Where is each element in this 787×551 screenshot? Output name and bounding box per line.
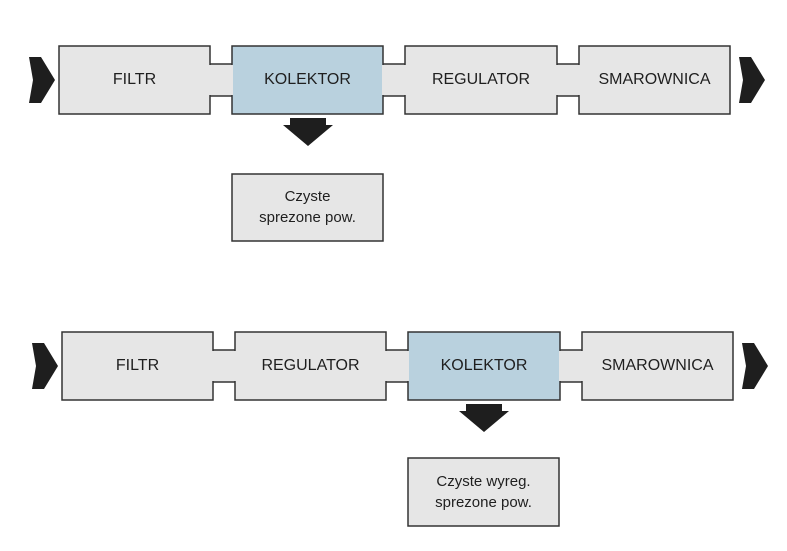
bottom-output-line1: Czyste wyreg.: [436, 473, 531, 490]
top-down-arrow: [283, 118, 333, 146]
top-outlet-arrow: [739, 57, 765, 103]
top-inlet-arrow: [29, 57, 55, 103]
top-output-label: Czyste sprezone pow.: [232, 186, 383, 228]
bottom-stage-label-1: FILTR: [115, 357, 160, 374]
top-stage-label-4: SMAROWNICA: [598, 71, 711, 88]
top-stage-box-regulator: [404, 45, 558, 115]
bottom-stage-label-3: KOLEKTOR: [440, 357, 528, 374]
bottom-diagram: [32, 331, 768, 527]
bottom-down-arrow: [459, 404, 509, 432]
top-output-box: [231, 173, 384, 242]
bottom-stage-label-2: REGULATOR: [261, 357, 360, 374]
top-stage-label-1: FILTR: [112, 71, 157, 88]
bottom-output-line2: sprezone pow.: [435, 494, 532, 511]
bottom-outlet-arrow: [742, 343, 768, 389]
top-stage-label-3: REGULATOR: [431, 71, 531, 88]
bottom-output-label: Czyste wyreg. sprezone pow.: [408, 471, 559, 513]
top-output-line1: Czyste: [284, 188, 331, 205]
top-diagram: [29, 45, 765, 242]
top-output-line2: sprezone pow.: [259, 209, 356, 226]
bottom-inlet-arrow: [32, 343, 58, 389]
bottom-output-box: [407, 457, 560, 527]
top-stage-label-2: KOLEKTOR: [264, 71, 351, 88]
bottom-stage-label-4: SMAROWNICA: [601, 357, 714, 374]
